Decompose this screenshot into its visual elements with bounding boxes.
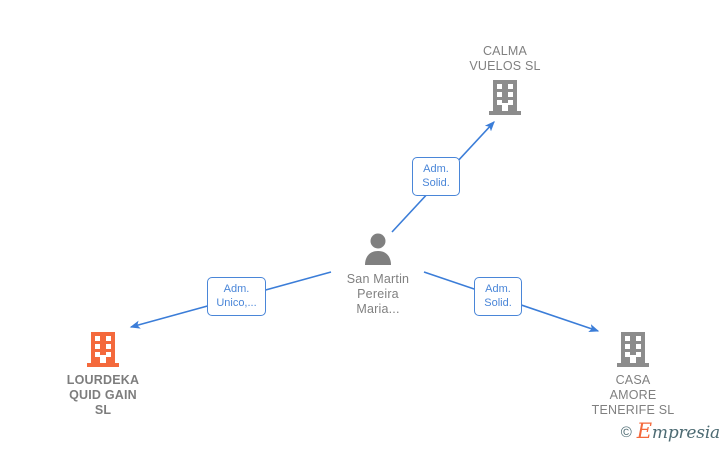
building-icon-highlighted xyxy=(86,330,120,368)
watermark-empresia: © Empresia xyxy=(620,421,720,443)
edge-label-to-calma[interactable]: Adm. Solid. xyxy=(412,157,460,196)
node-label-calma-vuelos-sl: CALMA VUELOS SL xyxy=(469,44,541,73)
node-lourdeka-quid-gain-sl[interactable]: LOURDEKA QUID GAIN SL xyxy=(28,330,178,418)
person-icon xyxy=(361,231,395,269)
brand-initial: E xyxy=(636,419,652,443)
node-person-san-martin-pereira-maria[interactable]: San Martin Pereira Maria... xyxy=(303,231,453,317)
edge-label-to-casa[interactable]: Adm. Solid. xyxy=(474,277,522,316)
node-calma-vuelos-sl[interactable]: CALMA VUELOS SL xyxy=(430,44,580,116)
copyright-icon: © xyxy=(620,424,632,441)
edge-label-to-lourdeka[interactable]: Adm. Unico,... xyxy=(207,277,266,316)
building-icon xyxy=(616,330,650,368)
brand-rest: mpresia xyxy=(651,423,720,443)
node-label-lourdeka-quid-gain-sl: LOURDEKA QUID GAIN SL xyxy=(66,373,140,417)
brand-wordmark: Empresia xyxy=(637,421,720,443)
building-icon xyxy=(488,78,522,116)
node-casa-amore-tenerife-sl[interactable]: CASA AMORE TENERIFE SL xyxy=(558,330,708,418)
node-label-san-martin-pereira-maria: San Martin Pereira Maria... xyxy=(346,272,410,316)
node-label-casa-amore-tenerife-sl: CASA AMORE TENERIFE SL xyxy=(591,373,675,417)
